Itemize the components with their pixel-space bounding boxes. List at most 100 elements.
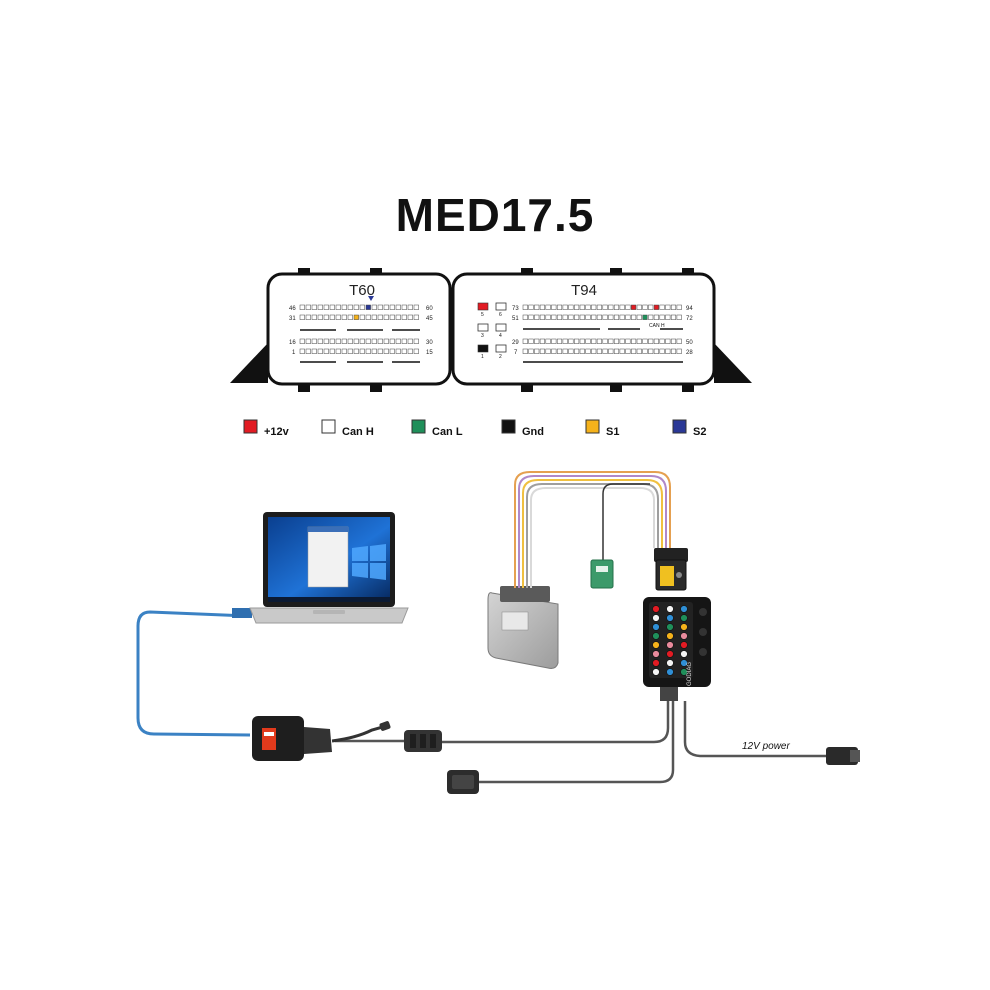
power-plug-tip bbox=[850, 750, 860, 762]
t94-row3-pin bbox=[625, 338, 631, 344]
t94-row1-pin bbox=[653, 304, 659, 310]
db-adapter bbox=[654, 548, 688, 591]
t60-pin-grid bbox=[299, 304, 420, 363]
t94-row4-pin bbox=[539, 348, 545, 354]
t94-row3-pin bbox=[665, 338, 671, 344]
interface-device bbox=[252, 716, 391, 761]
power-plug bbox=[826, 747, 860, 765]
t60-row1-pin bbox=[359, 304, 365, 310]
obd-connector bbox=[447, 770, 479, 794]
breakout-plug bbox=[666, 668, 674, 676]
t94-row3-pin bbox=[670, 338, 677, 344]
laptop-base bbox=[249, 607, 409, 624]
t60-row2-pin bbox=[383, 314, 389, 320]
t94-pin-4-label: 4 bbox=[499, 333, 502, 339]
interface-label bbox=[262, 728, 276, 750]
t94-row3-pin bbox=[562, 338, 568, 344]
usb-plug bbox=[232, 608, 252, 618]
t94-row2-pin bbox=[522, 314, 528, 320]
t94-row4-pin bbox=[659, 348, 665, 354]
t94-row1-pin bbox=[665, 304, 671, 310]
t60-row1-pin bbox=[329, 304, 335, 310]
t94-row2-pin bbox=[642, 314, 648, 320]
t94-row4-pin bbox=[556, 348, 563, 354]
legend-item: +12v bbox=[243, 419, 290, 438]
t94-row4-pin bbox=[631, 348, 637, 354]
main-cable bbox=[420, 701, 670, 744]
breakout-plug bbox=[680, 641, 688, 649]
legend-swatch bbox=[501, 419, 516, 434]
t60-row2-pin bbox=[377, 314, 383, 320]
inline-connector bbox=[404, 730, 442, 752]
t94-row4-pin bbox=[642, 348, 648, 354]
t94-row1-pin bbox=[534, 304, 540, 310]
ecu-connector-face: T60 T94 46 60 31 45 16 30 1 15 5 6 3 4 1… bbox=[230, 268, 752, 392]
t94-row1-pin bbox=[528, 304, 534, 310]
t94-row4-pin bbox=[522, 348, 528, 354]
t60-row1-pin bbox=[341, 304, 347, 310]
t94-row1-pin bbox=[574, 304, 580, 310]
connector-wedge-left bbox=[230, 343, 268, 383]
t60-row1-pin bbox=[317, 304, 323, 310]
breakout-plug bbox=[652, 605, 660, 613]
t94-row2-pin bbox=[596, 314, 602, 320]
probe-sensor bbox=[590, 559, 614, 589]
t60-pin-45-label: 45 bbox=[426, 316, 433, 322]
t94-row1-pin bbox=[522, 304, 528, 310]
breakout-plug bbox=[666, 659, 674, 667]
legend-item: S2 bbox=[672, 419, 706, 438]
usb-cable bbox=[136, 610, 251, 737]
t60-row2-pin bbox=[305, 314, 311, 320]
t60-row3-pin bbox=[413, 338, 419, 344]
breakout-brand: GODIAG bbox=[687, 662, 693, 686]
t60-row3-pin bbox=[395, 338, 401, 344]
legend-swatch bbox=[411, 419, 426, 434]
t94-row3-pin bbox=[636, 338, 642, 344]
breakout-plug bbox=[652, 614, 660, 622]
t94-row3-pin bbox=[648, 338, 654, 344]
t94-row3-pin bbox=[591, 338, 597, 344]
t94-row4-pin bbox=[602, 348, 608, 354]
t94-row1-pin bbox=[659, 304, 665, 310]
t60-row1-pin bbox=[371, 304, 377, 310]
connector-wedge-right bbox=[714, 343, 752, 383]
ecu-wire-bundle bbox=[514, 471, 671, 588]
t94-pin-73-label: 73 bbox=[512, 306, 519, 312]
t94-pin-5-label: 5 bbox=[481, 312, 484, 318]
t94-row3-pin bbox=[608, 338, 614, 344]
t94-row4-pin bbox=[653, 348, 659, 354]
t94-pin-50-label: 50 bbox=[686, 340, 693, 346]
legend-item: S1 bbox=[585, 419, 619, 438]
t94-row1-pin bbox=[579, 304, 585, 310]
interface-label-stripe bbox=[264, 732, 274, 736]
breakout-plug bbox=[652, 668, 660, 676]
t94-row1-pin bbox=[596, 304, 602, 310]
inline-connector-ridge-3 bbox=[430, 734, 436, 748]
t60-row3-pin bbox=[365, 338, 371, 344]
t94-pin-2-label: 2 bbox=[499, 354, 502, 360]
t94-row3-pin bbox=[619, 338, 625, 344]
legend-swatch bbox=[585, 419, 600, 434]
connector-t94-label: T94 bbox=[571, 282, 597, 299]
ecu-body bbox=[487, 592, 559, 669]
interface-cable-tip bbox=[379, 721, 391, 731]
laptop-taskbar bbox=[268, 597, 390, 602]
t94-row2-pin bbox=[608, 314, 614, 320]
t94-row2-pin bbox=[528, 314, 534, 320]
breakout-plug bbox=[666, 623, 674, 631]
t94-row2-pin bbox=[619, 314, 625, 320]
t60-row2-pin bbox=[413, 314, 419, 320]
breakout-plug-array bbox=[652, 605, 688, 676]
t94-row1-pin bbox=[556, 304, 563, 310]
t60-row1-pin bbox=[401, 304, 407, 310]
t60-row4-pin bbox=[401, 348, 407, 354]
t60-row1-pin bbox=[347, 304, 353, 310]
ecu-label-plate bbox=[501, 611, 529, 631]
t60-row4-pin bbox=[353, 348, 359, 354]
t60-row4-pin bbox=[365, 348, 371, 354]
t94-row2-pin bbox=[631, 314, 637, 320]
t94-row1-pin bbox=[591, 304, 597, 310]
probe-wire bbox=[602, 483, 650, 560]
